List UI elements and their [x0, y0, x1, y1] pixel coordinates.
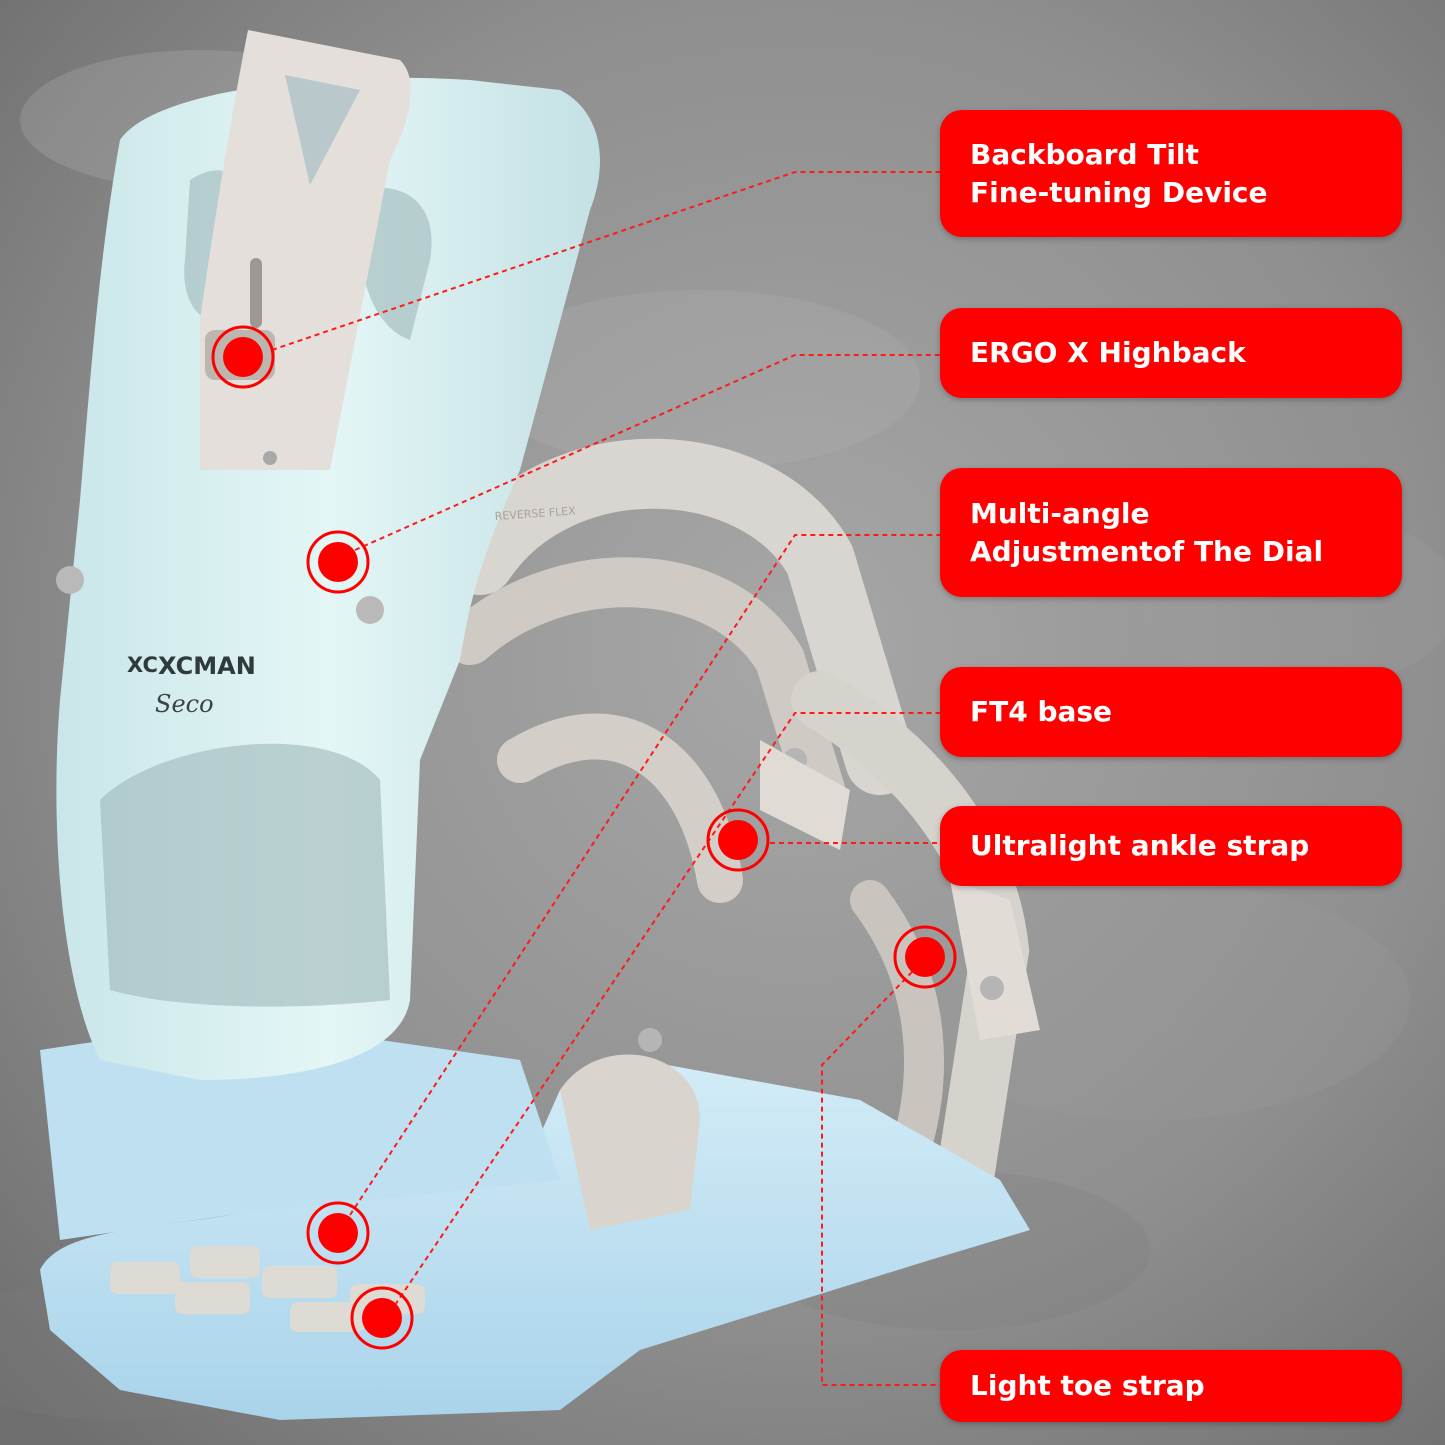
- callout-text: FT4 base: [970, 695, 1113, 728]
- screw-right: [356, 596, 384, 624]
- marker-backboard-tilt: [211, 325, 275, 389]
- target-markers: [211, 325, 957, 1350]
- screw-left: [56, 566, 84, 594]
- callout-text: Adjustmentof The Dial: [970, 534, 1324, 568]
- callout-text: Fine-tuning Device: [970, 175, 1268, 209]
- callout-multi-angle-dial: Multi-angle Adjustmentof The Dial: [940, 468, 1402, 597]
- ft4-base-shape: [40, 1060, 1030, 1420]
- model-name: Seco: [155, 690, 214, 718]
- callout-backboard-tilt: Backboard Tilt Fine-tuning Device: [940, 110, 1402, 237]
- base-pads: [110, 1246, 425, 1332]
- strap-stamp: REVERSE FLEX: [494, 504, 576, 523]
- callout-ft4-base: FT4 base: [940, 667, 1402, 757]
- callout-text: Light toe strap: [970, 1369, 1205, 1402]
- callout-ankle-strap: Ultralight ankle strap: [940, 806, 1402, 886]
- highback-cutouts: [100, 170, 432, 1007]
- callout-text: Multi-angle: [970, 496, 1150, 530]
- ankle-ratchet: [560, 740, 850, 1230]
- callout-toe-strap: Light toe strap: [940, 1350, 1402, 1422]
- marker-ft4-base: [350, 1286, 414, 1350]
- marker-ankle-strap: [706, 808, 770, 872]
- callout-text: Ultralight ankle strap: [970, 829, 1310, 862]
- brand-logo-mark: XC: [127, 653, 158, 677]
- marker-multi-angle-dial: [306, 1201, 370, 1265]
- leader-lines: [271, 171, 940, 1386]
- base-sidewall: [40, 1020, 560, 1240]
- marker-ergo-x-highback: [306, 530, 370, 594]
- toe-ratchet: [950, 880, 1040, 1040]
- brand-name: XCMAN: [158, 652, 256, 680]
- callout-ergo-x-highback: ERGO X Highback: [940, 308, 1402, 398]
- marker-toe-strap: [893, 925, 957, 989]
- callout-text: ERGO X Highback: [970, 336, 1246, 369]
- callout-text: Backboard Tilt: [970, 137, 1199, 171]
